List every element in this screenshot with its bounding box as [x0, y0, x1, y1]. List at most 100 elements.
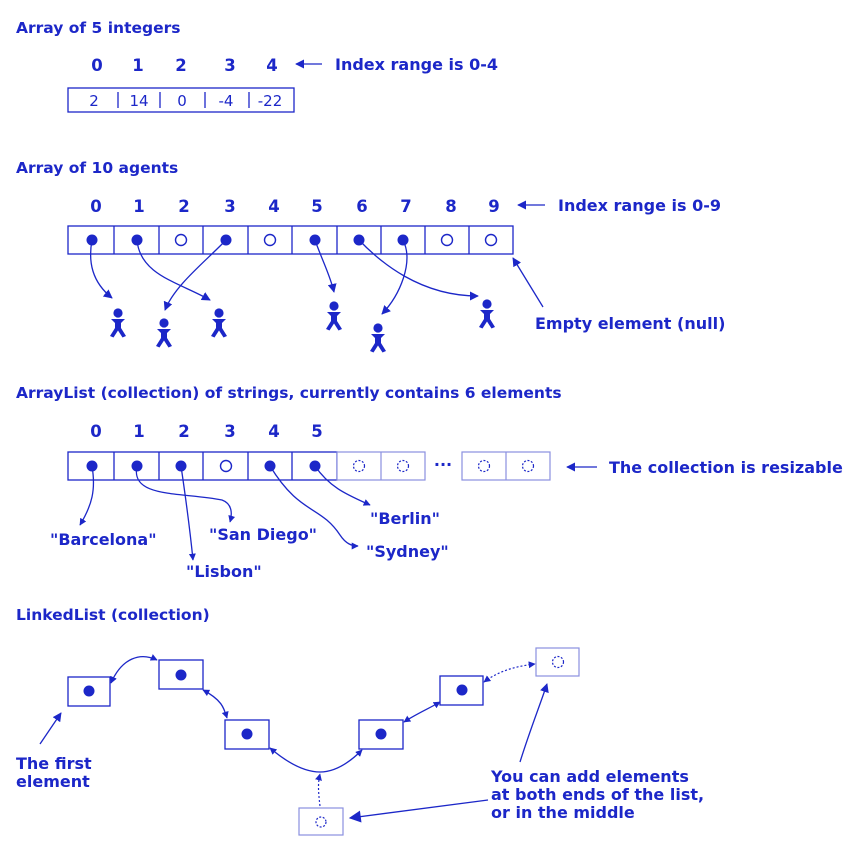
- reference-arrow: [381, 239, 408, 315]
- array-outline: [67, 87, 295, 113]
- index-range-note: Index range is 0-4: [335, 55, 498, 74]
- new-node: [535, 647, 580, 677]
- reference-dot: [456, 684, 468, 696]
- reference-dot: [375, 728, 387, 740]
- stick-figure-icon: [211, 308, 227, 338]
- resizable-note: The collection is resizable: [609, 458, 843, 477]
- index-label: 1: [133, 422, 144, 441]
- index-label: 4: [268, 422, 279, 441]
- arraylist-indices: 0 1 2 3 4 5: [90, 422, 322, 441]
- null-circle: [263, 233, 277, 247]
- unused-slot-circle: [477, 459, 491, 473]
- stick-figure-icon: [479, 299, 495, 329]
- index-label: 0: [91, 56, 102, 75]
- reference-arrow: [89, 239, 113, 299]
- string-label: "San Diego": [209, 525, 317, 544]
- index-label: 1: [133, 197, 144, 216]
- node-link: [403, 701, 441, 723]
- index-label: 3: [224, 56, 235, 75]
- node-link: [269, 747, 363, 773]
- add-elements-note-line3: or in the middle: [491, 803, 635, 822]
- array-cell-value: 0: [177, 92, 187, 110]
- index-label: 2: [175, 56, 186, 75]
- stick-figure-icon: [370, 323, 386, 353]
- string-label: "Sydney": [366, 542, 449, 561]
- array-cell-value: 2: [89, 92, 99, 110]
- index-label: 4: [266, 56, 277, 75]
- index-label: 7: [400, 197, 411, 216]
- index-label: 5: [311, 422, 322, 441]
- node-links: [110, 654, 536, 807]
- unused-slot-circle: [396, 459, 410, 473]
- arraylist-reference-arrows: [79, 465, 371, 561]
- index-label: 9: [488, 197, 499, 216]
- null-circle: [174, 233, 188, 247]
- index-range-note: Index range is 0-9: [558, 196, 721, 215]
- index-label: 6: [356, 197, 367, 216]
- add-elements-note-line1: You can add elements: [490, 767, 689, 786]
- array-outline: [67, 225, 514, 255]
- agent-reference-arrows: [89, 239, 479, 315]
- index-label: 8: [445, 197, 456, 216]
- array-cell-value: -4: [219, 92, 234, 110]
- linkedlist-title: LinkedList (collection): [16, 606, 210, 624]
- array-ints-indices: 0 1 2 3 4: [91, 56, 277, 75]
- stick-figure-icon: [156, 318, 172, 348]
- array-cell-value: -22: [258, 92, 283, 110]
- unused-slot-circle: [315, 816, 327, 828]
- string-labels: "Barcelona" "Lisbon" "San Diego" "Sydney…: [50, 509, 449, 581]
- reference-arrow: [79, 465, 95, 526]
- index-label: 4: [268, 197, 279, 216]
- index-label: 3: [224, 197, 235, 216]
- index-label: 0: [90, 422, 101, 441]
- arraylist-array: [67, 451, 551, 481]
- stick-figure-icon: [110, 308, 126, 338]
- array-ints-title: Array of 5 integers: [16, 19, 180, 37]
- int-array: 2 14 0 -4 -22: [67, 87, 295, 113]
- reference-dot: [241, 728, 253, 740]
- reference-arrow: [136, 239, 211, 301]
- index-label: 1: [132, 56, 143, 75]
- index-label: 0: [90, 197, 101, 216]
- stick-figure-icon: [326, 301, 342, 331]
- reference-arrow: [314, 465, 371, 506]
- first-element-arrow: [39, 712, 62, 745]
- add-elements-note-line2: at both ends of the list,: [491, 785, 704, 804]
- index-label: 2: [178, 197, 189, 216]
- reference-dot: [83, 685, 95, 697]
- new-node-link: [483, 661, 536, 683]
- null-circle: [484, 233, 498, 247]
- new-node-link: [315, 773, 322, 807]
- empty-element-note: Empty element (null): [535, 314, 725, 333]
- null-circle: [219, 459, 233, 473]
- first-element-note-line2: element: [16, 772, 90, 791]
- string-label: "Barcelona": [50, 530, 157, 549]
- agents: [110, 299, 495, 353]
- add-elements-arrow: [519, 683, 549, 763]
- reference-arrow: [314, 239, 337, 293]
- null-circle: [440, 233, 454, 247]
- array-agents-indices: 0 1 2 3 4 5 6 7 8 9: [90, 197, 499, 216]
- unused-slot-circle: [352, 459, 366, 473]
- reference-arrow: [269, 465, 359, 550]
- array-cell-value: 14: [129, 92, 148, 110]
- first-element-note-line1: The first: [16, 754, 92, 773]
- linked-nodes: [67, 647, 580, 836]
- index-label: 2: [178, 422, 189, 441]
- node-link: [110, 654, 158, 684]
- reference-arrow: [135, 465, 236, 523]
- index-label: 3: [224, 422, 235, 441]
- ellipsis: ···: [434, 455, 452, 474]
- unused-slot-circle: [551, 655, 565, 669]
- unused-slot-circle: [521, 459, 535, 473]
- index-label: 5: [311, 197, 322, 216]
- string-label: "Berlin": [370, 509, 440, 528]
- node-link: [202, 689, 229, 719]
- reference-arrow: [163, 239, 227, 311]
- add-elements-arrow: [348, 799, 489, 823]
- string-label: "Lisbon": [186, 562, 262, 581]
- empty-element-arrow: [512, 257, 544, 308]
- arraylist-title: ArrayList (collection) of strings, curre…: [16, 384, 562, 402]
- agent-array: [67, 225, 514, 255]
